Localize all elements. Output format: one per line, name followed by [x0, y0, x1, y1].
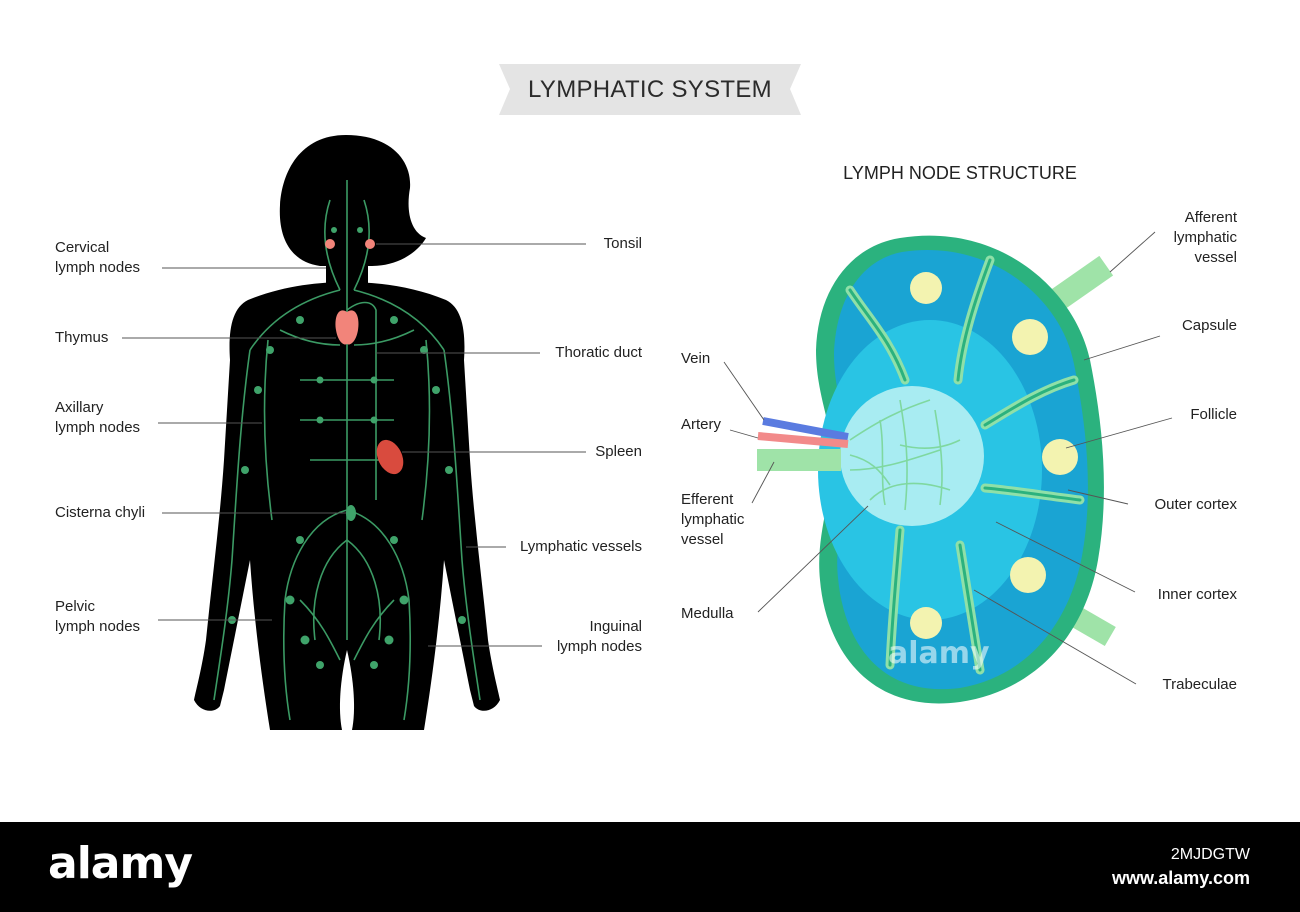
- follicle: [910, 272, 942, 304]
- label-follicle: Follicle: [1190, 406, 1237, 423]
- tonsil-left: [325, 239, 335, 249]
- lymph-node-structure: [757, 235, 1116, 704]
- spleen-organ: [376, 439, 404, 475]
- follicle: [1012, 319, 1048, 355]
- label-capsule: Capsule: [1181, 317, 1237, 334]
- label-pelvic-lymph-nodes: Pelvic lymph nodes: [55, 598, 141, 635]
- watermark-overlay: alamy: [888, 636, 990, 671]
- follicle: [1042, 439, 1078, 475]
- page-title: LYMPHATIC SYSTEM: [528, 76, 772, 103]
- body-leader-lines: [122, 243, 586, 647]
- cisterna-chyli-organ: [346, 505, 356, 521]
- image-id: 2MJDGTW: [1170, 846, 1250, 863]
- medulla-region: [840, 386, 984, 526]
- alamy-url[interactable]: www.alamy.com: [1111, 868, 1250, 888]
- trabeculae-edge: [848, 258, 1082, 672]
- label-cervical-lymph-nodes: Cervical lymph nodes: [55, 239, 141, 276]
- alamy-logo[interactable]: alamy: [48, 838, 193, 889]
- label-afferent-lymphatic-vessel: Afferent lymphatic vessel: [1173, 209, 1237, 266]
- label-axillary-lymph-nodes: Axillary lymph nodes: [55, 399, 141, 436]
- diagram-stage: LYMPHATIC SYSTEM LYMPH NODE STRUCTURE Ce…: [55, 64, 1238, 730]
- title-banner: [499, 64, 801, 115]
- label-vein: Vein: [681, 350, 711, 367]
- label-trabeculae: Trabeculae: [1162, 676, 1238, 693]
- follicle: [1010, 557, 1046, 593]
- vein-vessel: [762, 417, 849, 441]
- label-cisterna-chyli: Cisterna chyli: [55, 504, 146, 521]
- thymus-organ: [335, 310, 359, 345]
- node-structure-title: LYMPH NODE STRUCTURE: [843, 163, 1077, 183]
- label-efferent-lymphatic-vessel: Efferent lymphatic vessel: [681, 491, 745, 548]
- afferent-vessel-top: [1046, 255, 1114, 313]
- label-medulla: Medulla: [681, 605, 734, 622]
- label-artery: Artery: [681, 416, 722, 433]
- label-thoratic-duct: Thoratic duct: [555, 344, 642, 361]
- tonsil-right: [365, 239, 375, 249]
- label-spleen: Spleen: [595, 443, 642, 460]
- label-inguinal-lymph-nodes: Inguinal lymph nodes: [556, 618, 642, 655]
- label-thymus: Thymus: [55, 329, 109, 346]
- follicle: [910, 607, 942, 639]
- node-leader-lines: [723, 231, 1173, 685]
- label-tonsil: Tonsil: [603, 235, 642, 252]
- lymph-node-dots: [228, 227, 466, 669]
- watermark-footer: [0, 822, 1300, 912]
- artery-vessel: [757, 432, 849, 448]
- efferent-vessel: [757, 449, 841, 471]
- medulla-network: [849, 399, 961, 511]
- label-outer-cortex: Outer cortex: [1154, 496, 1237, 513]
- label-inner-cortex: Inner cortex: [1157, 586, 1237, 603]
- label-lymphatic-vessels: Lymphatic vessels: [520, 538, 642, 555]
- diagram-graphics: [122, 64, 1173, 730]
